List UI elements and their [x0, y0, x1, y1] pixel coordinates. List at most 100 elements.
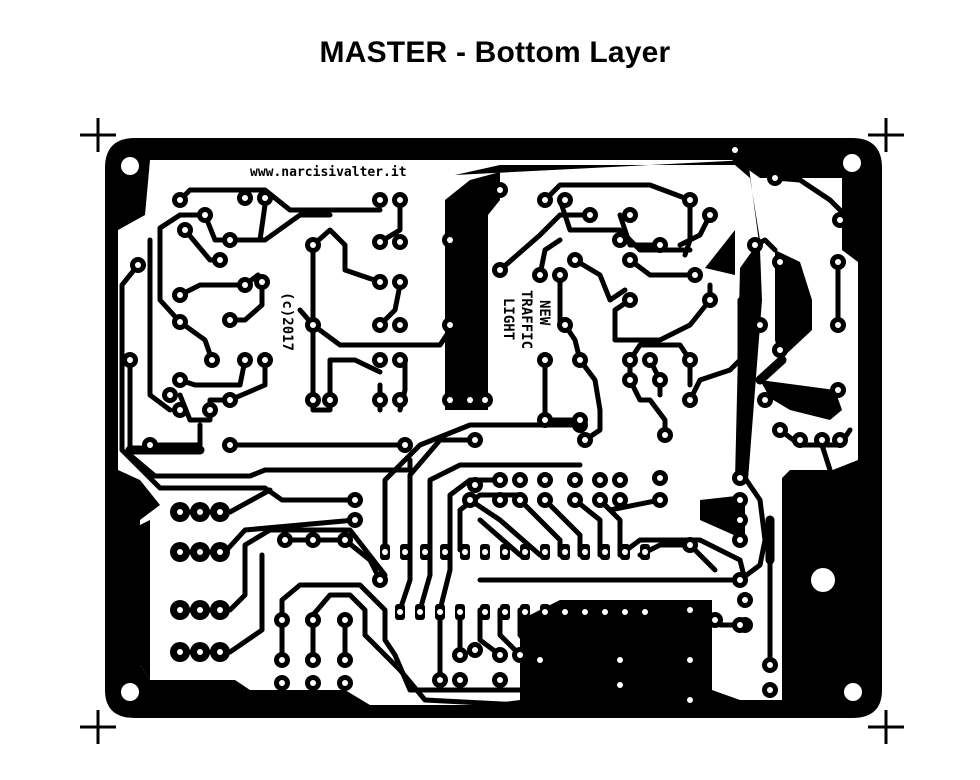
- solder-pad: [172, 372, 188, 388]
- solder-pad: [832, 212, 848, 228]
- solder-pad: [190, 502, 210, 522]
- registration-marks: [80, 118, 904, 744]
- solder-pad: [130, 257, 146, 273]
- solder-pad: [462, 492, 478, 508]
- solder-pad: [772, 422, 788, 438]
- solder-pad: [500, 544, 510, 560]
- solder-pad: [537, 492, 553, 508]
- solder-pad: [190, 542, 210, 562]
- solder-pad: [732, 470, 748, 486]
- solder-pad: [467, 432, 483, 448]
- solder-pad: [337, 675, 353, 691]
- solder-pad: [557, 192, 573, 208]
- solder-pad: [732, 492, 748, 508]
- solder-pad: [612, 677, 628, 693]
- solder-pad: [640, 604, 650, 620]
- solder-pad: [732, 617, 748, 633]
- label-line-2: TRAFFIC: [518, 290, 534, 349]
- solder-pad: [512, 647, 528, 663]
- label-line-3: LIGHT: [500, 298, 516, 340]
- solder-pad: [540, 544, 550, 560]
- solder-pad: [397, 437, 413, 453]
- copyright-text: (c)2017: [279, 292, 295, 351]
- solder-pad: [492, 182, 508, 198]
- solder-pad: [767, 170, 783, 186]
- solder-pad: [682, 602, 698, 618]
- product-label: NEW TRAFFIC LIGHT: [500, 290, 552, 349]
- solder-pad: [727, 142, 743, 158]
- solder-pad: [814, 432, 830, 448]
- solder-pad: [392, 192, 408, 208]
- solder-pad: [612, 652, 628, 668]
- solder-pad: [477, 392, 493, 408]
- solder-pad: [732, 512, 748, 528]
- solder-pad: [640, 544, 650, 560]
- solder-pad: [567, 492, 583, 508]
- solder-pad: [395, 604, 405, 620]
- solder-pad: [467, 642, 483, 658]
- solder-pad: [537, 192, 553, 208]
- solder-pad: [622, 252, 638, 268]
- solder-pad: [572, 412, 588, 428]
- solder-pad: [222, 437, 238, 453]
- solder-pad: [732, 532, 748, 548]
- solder-pad: [732, 572, 748, 588]
- solder-pad: [305, 652, 321, 668]
- solder-pad: [372, 352, 388, 368]
- solder-pad: [652, 492, 668, 508]
- solder-pad: [532, 652, 548, 668]
- crosshair-icon: [868, 710, 904, 744]
- solder-pad: [752, 317, 768, 333]
- solder-pad: [392, 392, 408, 408]
- solder-pad: [762, 657, 778, 673]
- solder-pad: [702, 292, 718, 308]
- solder-pad: [652, 237, 668, 253]
- solder-pad: [372, 234, 388, 250]
- solder-pad: [707, 612, 723, 628]
- solder-pad: [204, 352, 220, 368]
- solder-pad: [682, 392, 698, 408]
- solder-pad: [492, 472, 508, 488]
- solder-pad: [222, 392, 238, 408]
- solder-pad: [772, 254, 788, 270]
- solder-pad: [580, 604, 590, 620]
- solder-pad: [254, 274, 270, 290]
- solder-pad: [600, 604, 610, 620]
- solder-pad: [172, 402, 188, 418]
- solder-pad: [560, 544, 570, 560]
- solder-pad: [392, 274, 408, 290]
- mounting-hole-icon: [113, 675, 147, 709]
- solder-pad: [222, 312, 238, 328]
- solder-pad: [372, 392, 388, 408]
- solder-pad: [492, 492, 508, 508]
- solder-pad: [222, 232, 238, 248]
- solder-pad: [682, 692, 698, 708]
- mounting-holes: [113, 146, 870, 709]
- solder-pad: [642, 352, 658, 368]
- solder-pad: [762, 682, 778, 698]
- solder-pad: [237, 352, 253, 368]
- mounting-hole-icon: [835, 146, 869, 180]
- solder-pad: [832, 432, 848, 448]
- solder-pad: [172, 314, 188, 330]
- solder-pad: [687, 267, 703, 283]
- solder-pad: [757, 392, 773, 408]
- solder-pad: [567, 252, 583, 268]
- solder-pad: [177, 222, 193, 238]
- solder-pad: [452, 672, 468, 688]
- website-text: www.narcisivalter.it: [250, 165, 407, 180]
- solder-pad: [622, 372, 638, 388]
- solder-pad: [322, 392, 338, 408]
- solder-pad: [520, 604, 530, 620]
- solder-pad: [682, 537, 698, 553]
- solder-pad: [560, 604, 570, 620]
- solder-pad: [702, 207, 718, 223]
- solder-pad: [392, 352, 408, 368]
- solder-pad: [440, 544, 450, 560]
- solder-pad: [577, 432, 593, 448]
- solder-pad: [190, 600, 210, 620]
- power-traces: [125, 355, 787, 565]
- solder-pad: [537, 412, 553, 428]
- solder-pad: [512, 492, 528, 508]
